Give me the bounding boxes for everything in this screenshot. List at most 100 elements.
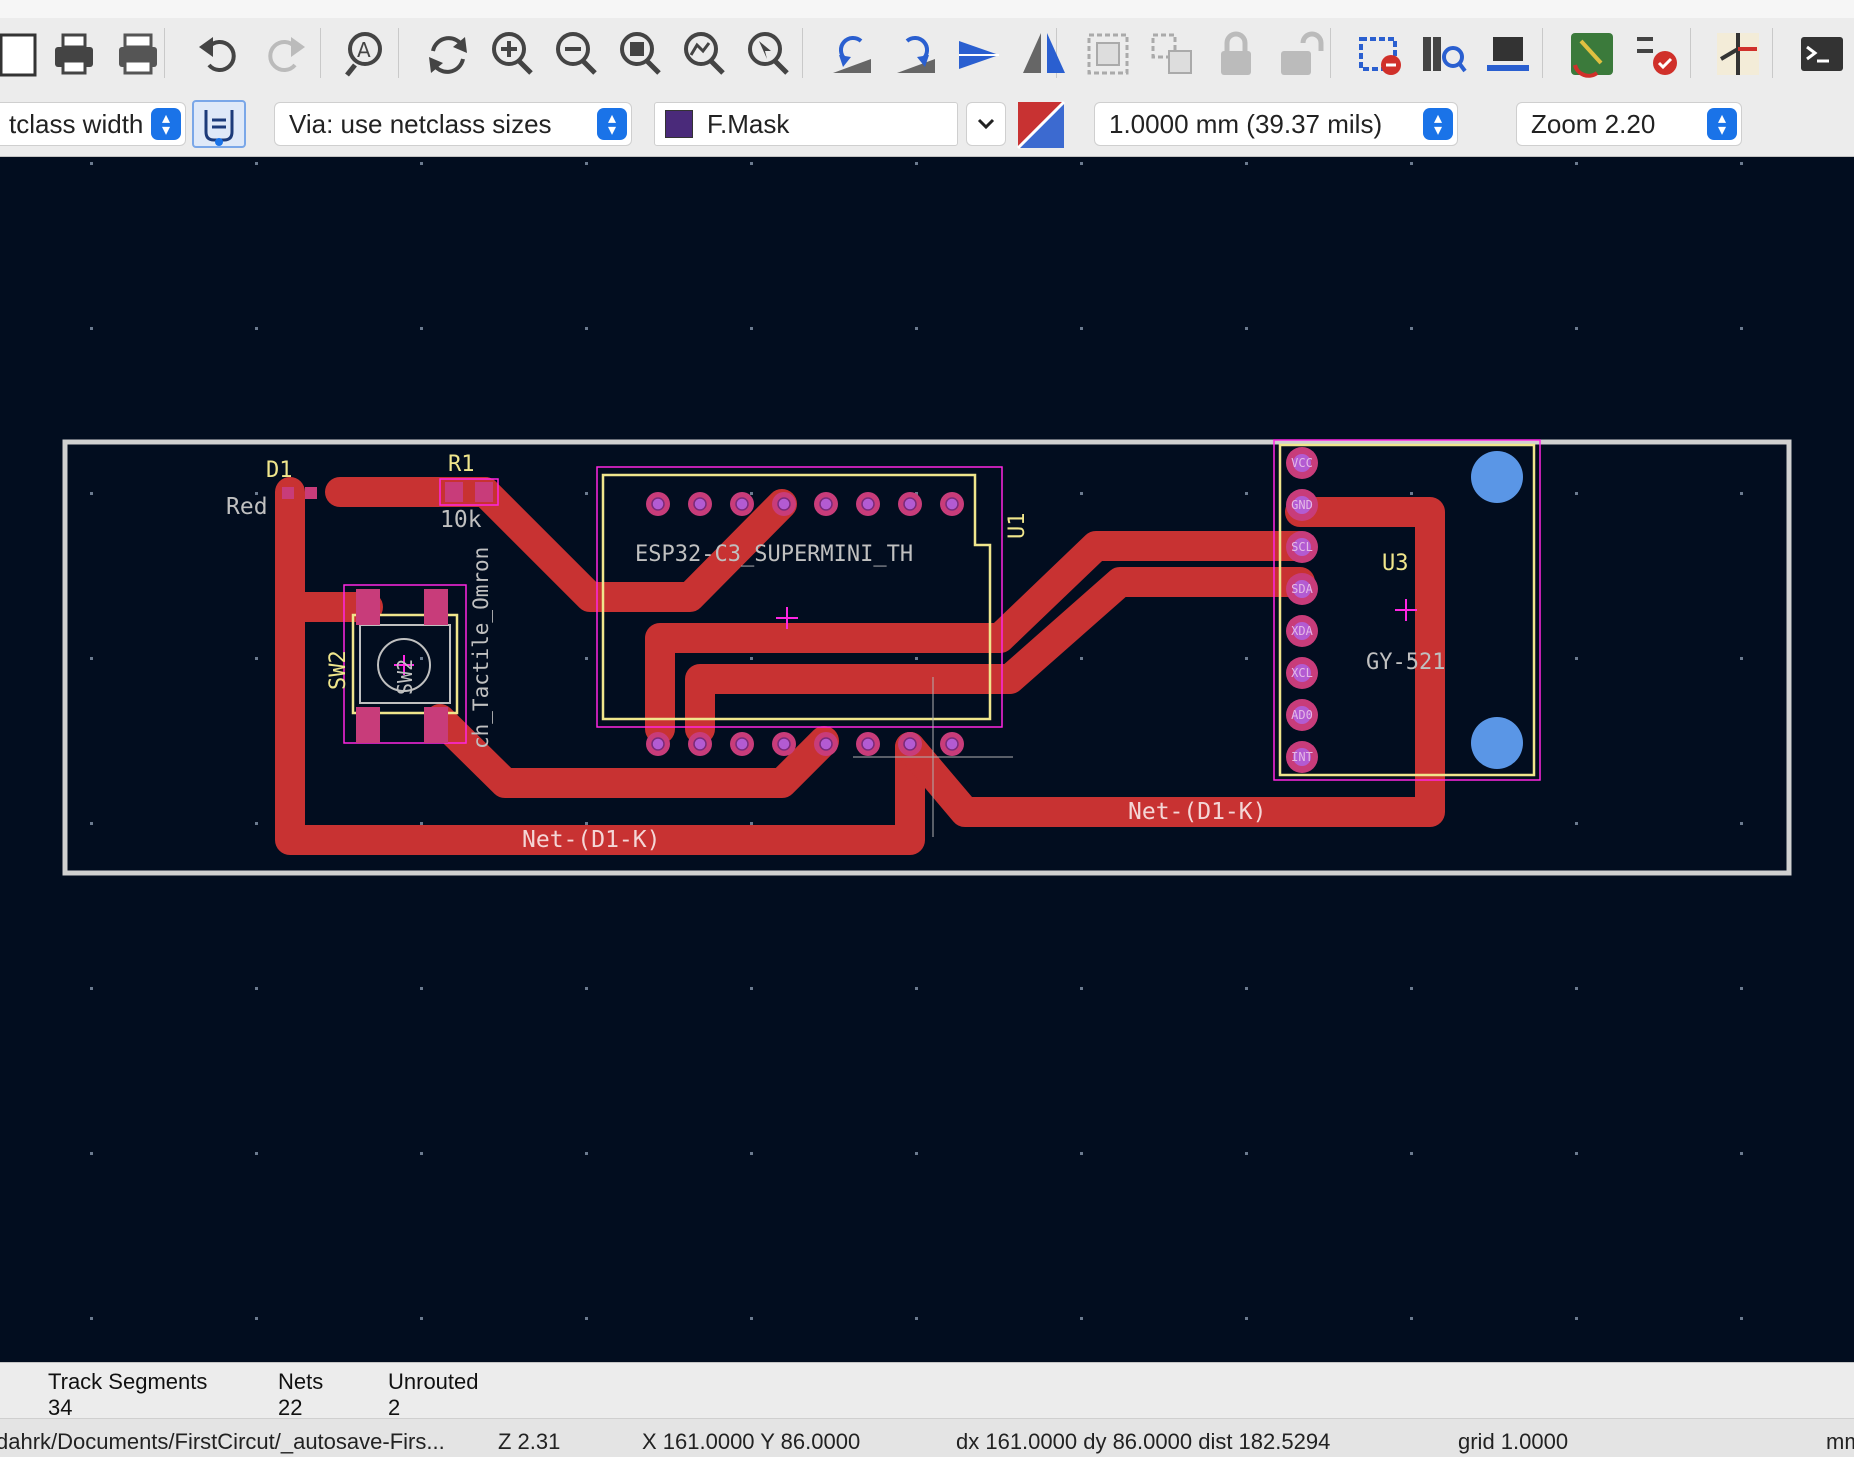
layer-select[interactable]: F.Mask bbox=[654, 102, 958, 146]
zoom-out-button[interactable] bbox=[548, 22, 604, 86]
grid-dot bbox=[1575, 1152, 1578, 1155]
layer-color-swatch bbox=[665, 110, 693, 138]
zoom-in-icon bbox=[492, 32, 533, 75]
group-icon bbox=[1087, 33, 1129, 75]
grid-dot bbox=[1410, 1317, 1413, 1320]
grid-dot bbox=[1410, 1152, 1413, 1155]
r1-courtyard bbox=[439, 478, 499, 506]
grid-value: 1.0000 mm (39.37 mils) bbox=[1109, 108, 1383, 139]
grid-dot bbox=[1080, 1152, 1083, 1155]
zoom-objects-button[interactable] bbox=[676, 22, 732, 86]
mirror-button[interactable] bbox=[1016, 22, 1072, 86]
footprint-editor-icon bbox=[1359, 37, 1401, 75]
print-button[interactable] bbox=[46, 22, 102, 86]
footprint-editor-button[interactable] bbox=[1352, 22, 1408, 86]
lock-button[interactable] bbox=[1208, 22, 1264, 86]
plot-icon bbox=[119, 33, 157, 75]
ungroup-icon bbox=[1151, 33, 1192, 74]
stat-unrouted: Unrouted 2 bbox=[388, 1369, 479, 1421]
track-segments-label: Track Segments bbox=[48, 1369, 208, 1394]
grid-dot bbox=[1575, 492, 1578, 495]
unrouted-value: 2 bbox=[388, 1395, 401, 1420]
grid-select[interactable]: 1.0000 mm (39.37 mils) ▴▾ bbox=[1094, 102, 1458, 146]
zoom-fit-button[interactable] bbox=[612, 22, 668, 86]
r1-reference: R1 bbox=[448, 452, 475, 477]
message-panel: Track Segments 34 Nets 22 Unrouted 2 bbox=[0, 1362, 1854, 1421]
u1-hole bbox=[735, 497, 749, 511]
zoom-in-button[interactable] bbox=[484, 22, 540, 86]
d1-pad-2 bbox=[305, 487, 317, 499]
zoom-fit-icon bbox=[620, 32, 661, 75]
u3-reference: U3 bbox=[1382, 551, 1409, 576]
grid-dot bbox=[585, 822, 588, 825]
grid-dot bbox=[90, 492, 93, 495]
3d-viewer-icon bbox=[1487, 37, 1529, 71]
zoom-selection-button[interactable] bbox=[740, 22, 796, 86]
unlock-icon bbox=[1281, 31, 1324, 75]
rotate-ccw-icon bbox=[833, 35, 871, 73]
plot-button[interactable] bbox=[110, 22, 166, 86]
u1-hole bbox=[651, 497, 665, 511]
grid-dot bbox=[1410, 657, 1413, 660]
lock-icon bbox=[1221, 31, 1251, 75]
u1-hole bbox=[735, 737, 749, 751]
layer-pair-button[interactable] bbox=[1016, 100, 1066, 150]
grid-dot bbox=[1740, 822, 1743, 825]
chevron-updown-icon: ▴▾ bbox=[1423, 108, 1453, 140]
footprint-browser-button[interactable] bbox=[1416, 22, 1472, 86]
flip-button[interactable] bbox=[952, 22, 1008, 86]
grid-dot bbox=[1245, 1152, 1248, 1155]
tracks[interactable] bbox=[275, 477, 1445, 855]
route-button[interactable] bbox=[1710, 22, 1766, 86]
r1-value: 10k bbox=[440, 507, 482, 533]
new-board-button[interactable] bbox=[0, 22, 46, 86]
refresh-button[interactable] bbox=[420, 22, 476, 86]
auto-track-width-button[interactable] bbox=[192, 100, 246, 148]
drc-button[interactable] bbox=[1628, 22, 1684, 86]
track-sda bbox=[685, 567, 1315, 744]
status-units: mm bbox=[1826, 1429, 1854, 1454]
u3-mount-hole-bottom bbox=[1471, 717, 1523, 769]
d1-value: Red bbox=[226, 494, 268, 520]
d1-reference: D1 bbox=[266, 458, 293, 483]
ungroup-button[interactable] bbox=[1144, 22, 1200, 86]
rotate-ccw-button[interactable] bbox=[824, 22, 880, 86]
zoom-out-icon bbox=[556, 32, 597, 75]
toolbar-separator bbox=[320, 28, 321, 78]
via-size-select[interactable]: Via: use netclass sizes ▴▾ bbox=[274, 102, 632, 146]
print-icon bbox=[55, 33, 93, 75]
update-pcb-button[interactable] bbox=[1564, 22, 1620, 86]
zoom-value: Zoom 2.20 bbox=[1531, 108, 1656, 139]
grid-dot bbox=[1740, 1152, 1743, 1155]
u3-courtyard bbox=[1273, 439, 1541, 781]
u1-pads[interactable] bbox=[646, 492, 964, 756]
sw2-fab bbox=[359, 624, 451, 704]
grid-dot bbox=[90, 987, 93, 990]
undo-button[interactable] bbox=[192, 22, 248, 86]
scripting-console-button[interactable] bbox=[1794, 22, 1850, 86]
grid-dot bbox=[750, 162, 753, 165]
track-width-select[interactable]: tclass width ▴▾ bbox=[0, 102, 186, 146]
u1-hole bbox=[861, 737, 875, 751]
grid-dot bbox=[750, 327, 753, 330]
zoom-select[interactable]: Zoom 2.20 ▴▾ bbox=[1516, 102, 1742, 146]
u3-hole bbox=[1293, 454, 1311, 472]
rotate-cw-button[interactable] bbox=[888, 22, 944, 86]
redo-button[interactable] bbox=[256, 22, 312, 86]
group-button[interactable] bbox=[1080, 22, 1136, 86]
layer-dropdown-button[interactable] bbox=[966, 102, 1006, 146]
grid-dot bbox=[915, 492, 918, 495]
grid-dot bbox=[420, 987, 423, 990]
rotate-cw-icon bbox=[897, 35, 935, 73]
chevron-updown-icon: ▴▾ bbox=[1707, 108, 1737, 140]
smd-pads[interactable] bbox=[282, 482, 493, 743]
3d-viewer-button[interactable] bbox=[1480, 22, 1536, 86]
unlock-button[interactable] bbox=[1272, 22, 1328, 86]
u1-hole bbox=[693, 737, 707, 751]
u3-hole bbox=[1293, 496, 1311, 514]
grid-dot bbox=[1245, 657, 1248, 660]
find-button[interactable]: A bbox=[340, 22, 396, 86]
